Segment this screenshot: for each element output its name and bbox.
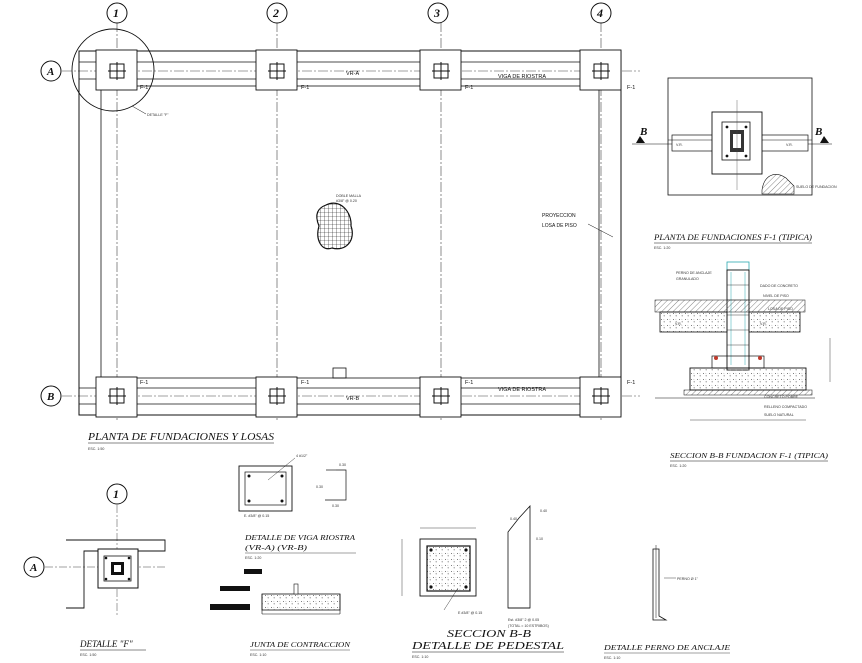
bb-label: GRANULADO <box>676 277 699 281</box>
beam-name-top: VIGA DE RIOSTRA <box>498 74 546 80</box>
pedestal-dim: 0.40 <box>510 517 517 521</box>
pedestal-dim: 0.40 <box>540 509 547 513</box>
detail-f: 1 A DETALLE "F" ESC. 1:50 <box>23 483 166 657</box>
pedestal-scale: ESC. 1:10 <box>412 655 428 659</box>
beam-name-bottom: VIGA DE RIOSTRA <box>498 387 546 393</box>
plan-scale: ESC. 1:50 <box>88 447 104 451</box>
bb-label: PERNO DE ANCLAJE <box>676 271 712 275</box>
vr-stirrup-note: E. #3/8" @ 0.15 <box>244 514 269 518</box>
beam-label-bottom: VR-B <box>346 396 359 402</box>
f1-note: SUELO DE FUNDACION <box>796 185 837 189</box>
f1-beam-right: V.R. <box>786 143 793 147</box>
f1-section-mark-left: B <box>639 126 647 138</box>
grid-col-4: 4 <box>596 6 603 20</box>
detail-f-row: A <box>29 562 37 574</box>
bb-label: LOSA DE PISO <box>768 307 793 311</box>
footing-tag: F-1 <box>465 380 473 386</box>
footing-tag: F-1 <box>140 85 148 91</box>
perno-note: PERNO Ø 1" <box>677 577 699 581</box>
bb-label: DADO DE CONCRETO <box>760 284 798 288</box>
slab-note-2: LOSA DE PISO <box>542 223 577 229</box>
vr-title-1: DETALLE DE VIGA RIOSTRA <box>244 533 356 542</box>
bb-label: RELLENO COMPACTADO <box>764 405 807 409</box>
section-bb-f1: V.R. V.R. PERNO DE ANCLAJE GRANULADO DAD… <box>654 261 831 468</box>
bb-label: SUELO NATURAL <box>764 413 794 417</box>
f1-beam-left: V.R. <box>676 143 683 147</box>
contraction-joint-detail: JUNTA DE CONTRACCION ESC. 1:10 <box>210 569 351 657</box>
detail-f-callout-circle <box>71 28 155 112</box>
vr-title-2: (VR-A) (VR-B) <box>245 543 308 552</box>
footing-tag: F-1 <box>301 85 309 91</box>
bb-scale: ESC. 1:20 <box>670 464 686 468</box>
mesh-note-1: DOBLE MALLA <box>336 194 362 198</box>
f1-section-mark-right: B <box>814 126 822 138</box>
grid-row-b: B <box>46 391 54 403</box>
bb-label: CONCRETO POBRE <box>764 395 799 399</box>
detail-f-title: DETALLE "F" <box>79 639 133 649</box>
detail-f-callout-label: DETALLE "F" <box>147 113 169 117</box>
plan-f1-detail: V.R. V.R. B B SUELO DE FUNDACION PLANTA … <box>632 77 837 250</box>
footing-tag: F-1 <box>627 85 635 91</box>
f1-title: PLANTA DE FUNDACIONES F-1 (TIPICA) <box>653 233 812 242</box>
junta-title: JUNTA DE CONTRACCION <box>250 640 351 649</box>
pedestal-title-2: DETALLE DE PEDESTAL <box>411 641 565 652</box>
grade-beam-detail: 4 #1/2" E. #3/8" @ 0.15 0.30 0.30 0.30 D… <box>238 454 356 560</box>
pedestal-rebar-note-2: (TOTAL = 10 ESTRIBOS) <box>508 624 549 628</box>
vr-dim: 0.30 <box>339 463 346 467</box>
bb-beam-right: V.R. <box>760 322 767 326</box>
detail-f-scale: ESC. 1:50 <box>80 653 96 657</box>
pedestal-detail: E #3/8" @ 0.15 0.40 0.40 0.10 Est. #3/8"… <box>401 504 565 659</box>
footing-tag: F-1 <box>301 380 309 386</box>
footing-tag: F-1 <box>627 380 635 386</box>
footing-tag: F-1 <box>465 85 473 91</box>
beam-label-top: VR-A <box>346 71 359 77</box>
perno-scale: ESC. 1:10 <box>604 656 620 660</box>
bb-label: NIVEL DE PISO <box>763 294 789 298</box>
grid-col-2: 2 <box>272 6 279 20</box>
pedestal-rebar-note-1: Est. #3/8" 2 @ 0.05 <box>508 618 539 622</box>
vr-dim: 0.30 <box>332 504 339 508</box>
grid-col-3: 3 <box>433 6 440 20</box>
junta-scale: ESC. 1:10 <box>250 653 266 657</box>
detail-f-col: 1 <box>113 487 119 501</box>
foundation-plan: DETALLE "F" 1 2 3 4 A B F-1 F-1 F-1 F-1 … <box>40 2 640 451</box>
vr-dim: 0.30 <box>316 485 323 489</box>
slab-note-1: PROYECCION <box>542 213 576 219</box>
anchor-bolt-detail: PERNO Ø 1" DETALLE PERNO DE ANCLAJE ESC.… <box>603 545 731 660</box>
bb-title: SECCION B-B FUNDACION F-1 (TIPICA) <box>670 451 829 460</box>
pedestal-title-1: SECCION B-B <box>447 629 531 640</box>
mesh-note-2: #3/8" @ 0.20 <box>336 199 357 203</box>
footing-tag: F-1 <box>140 380 148 386</box>
plan-title: PLANTA DE FUNDACIONES Y LOSAS <box>87 432 274 443</box>
perno-title: DETALLE PERNO DE ANCLAJE <box>603 643 731 652</box>
grid-col-1: 1 <box>113 6 119 20</box>
f1-scale: ESC. 1:20 <box>654 246 670 250</box>
vr-rebar-note: 4 #1/2" <box>296 454 308 458</box>
vr-scale: ESC. 1:20 <box>245 556 261 560</box>
pedestal-dim: 0.10 <box>536 537 543 541</box>
grid-row-a: A <box>46 66 54 78</box>
bb-beam-left: V.R. <box>675 322 682 326</box>
pedestal-tie-note: E #3/8" @ 0.15 <box>458 611 482 615</box>
slab-mesh-patch <box>316 202 353 250</box>
